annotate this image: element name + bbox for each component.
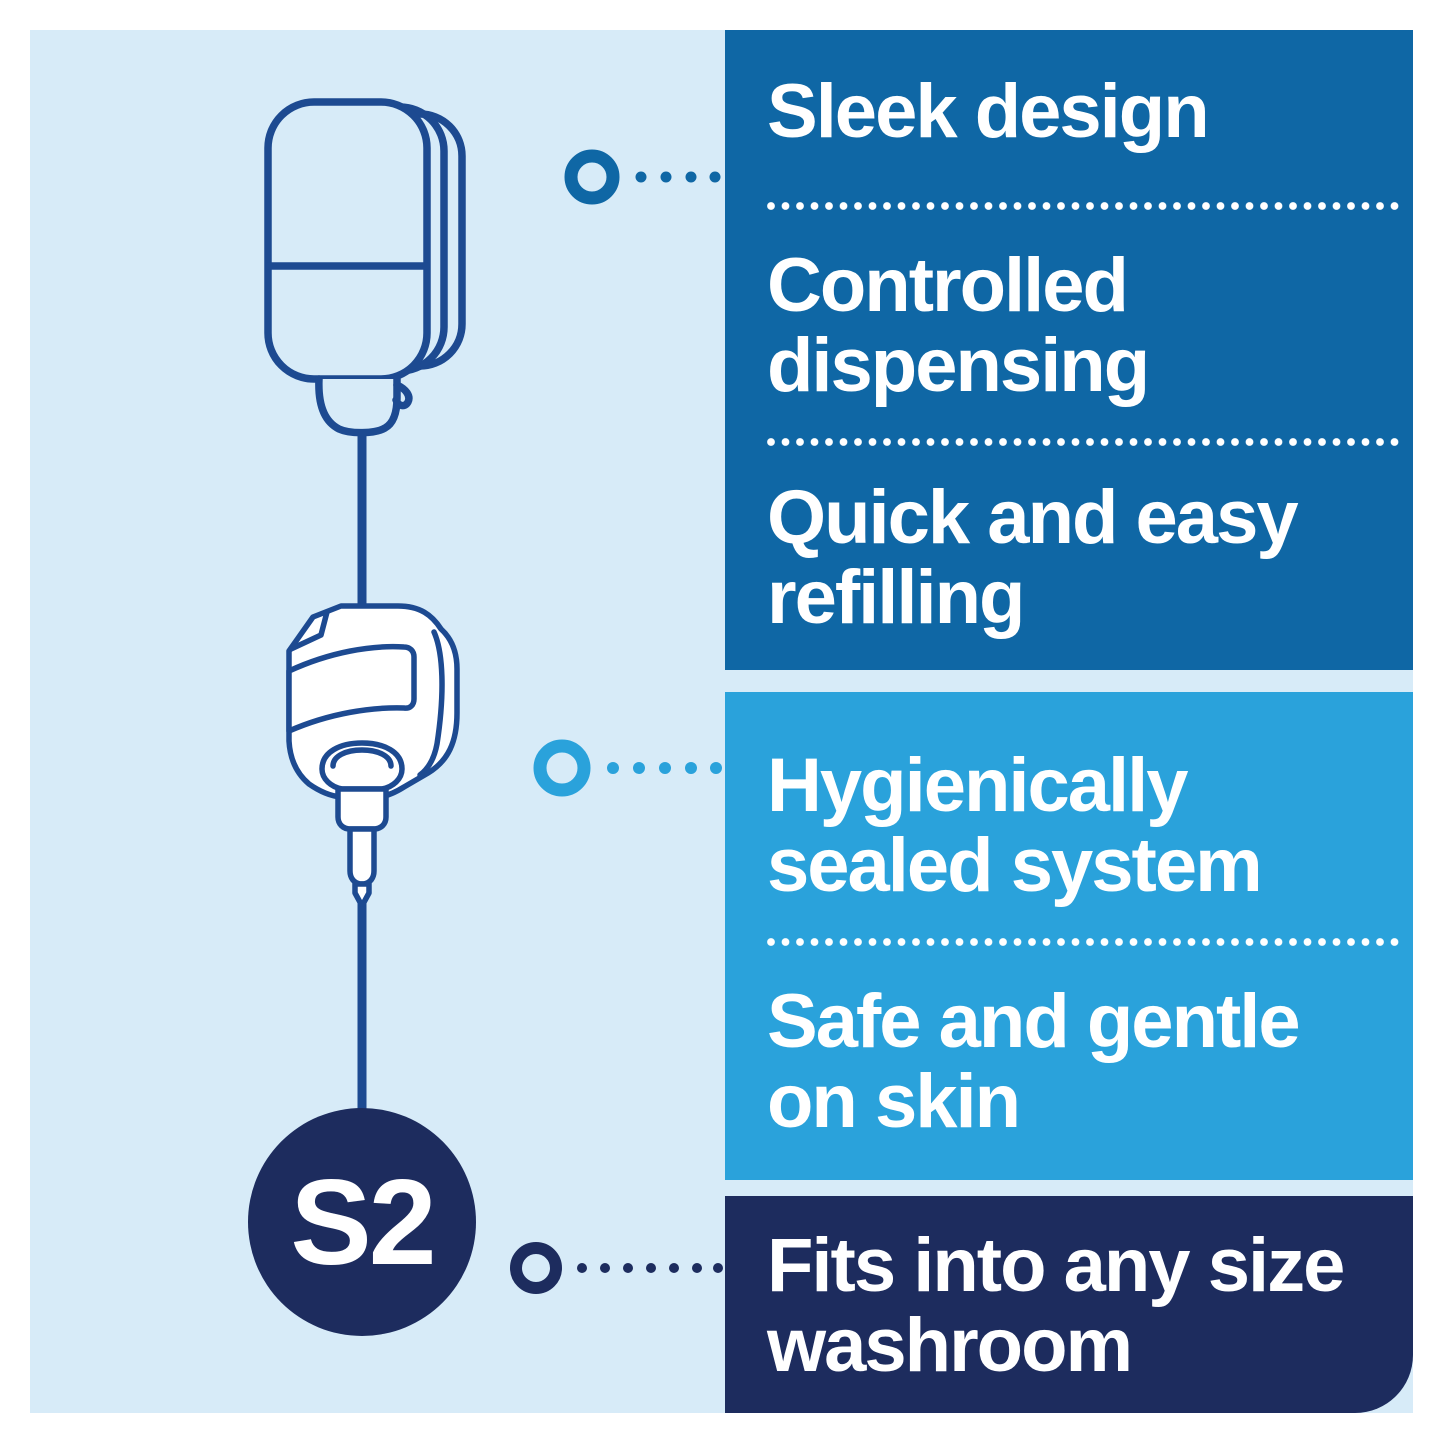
bottle-side-fold — [417, 629, 445, 778]
feature-text: Quick and easy refilling — [767, 475, 1299, 640]
pump-cap — [335, 786, 389, 832]
feature-text: Sleek design — [767, 69, 1210, 154]
feature-text: Hygienically sealed system — [767, 743, 1263, 908]
feature-text: Controlled dispensing — [767, 243, 1150, 408]
feature-panel-bottom: Fits into any size washroom — [725, 1196, 1413, 1413]
soap-dispenser-icon — [264, 98, 466, 437]
feature-text: Safe and gentle on skin — [767, 979, 1301, 1144]
s2-badge-circle — [248, 1108, 476, 1336]
dotted-divider — [767, 938, 1401, 946]
bottle-handle-notch — [288, 609, 330, 652]
pump-tip — [352, 881, 372, 907]
feature-panel-middle: Hygienically sealed system Safe and gent… — [725, 692, 1413, 1180]
dispenser-nozzle — [392, 381, 413, 410]
feature-panel-top: Sleek design Controlled dispensing Quick… — [725, 30, 1413, 670]
feature-text: Fits into any size washroom — [767, 1223, 1345, 1388]
pump-collar-inner — [330, 747, 394, 769]
dotted-divider — [767, 202, 1401, 210]
dispenser-front — [264, 98, 431, 383]
panel-gap — [725, 1180, 1413, 1196]
dispenser-lever — [315, 375, 401, 437]
feature-panels: Sleek design Controlled dispensing Quick… — [725, 30, 1413, 1413]
panel-gap — [725, 670, 1413, 692]
s2-badge: S2 — [248, 1108, 476, 1336]
connector-ring-top-icon — [564, 149, 721, 205]
refill-bottle-icon — [286, 603, 460, 907]
connector-ring-bottom-icon — [510, 1242, 723, 1294]
pump-stem — [347, 826, 377, 887]
connector-ring-middle-icon — [533, 739, 722, 797]
bottle-label — [286, 643, 417, 734]
dotted-divider — [767, 438, 1401, 446]
s2-badge-label: S2 — [290, 1154, 433, 1290]
